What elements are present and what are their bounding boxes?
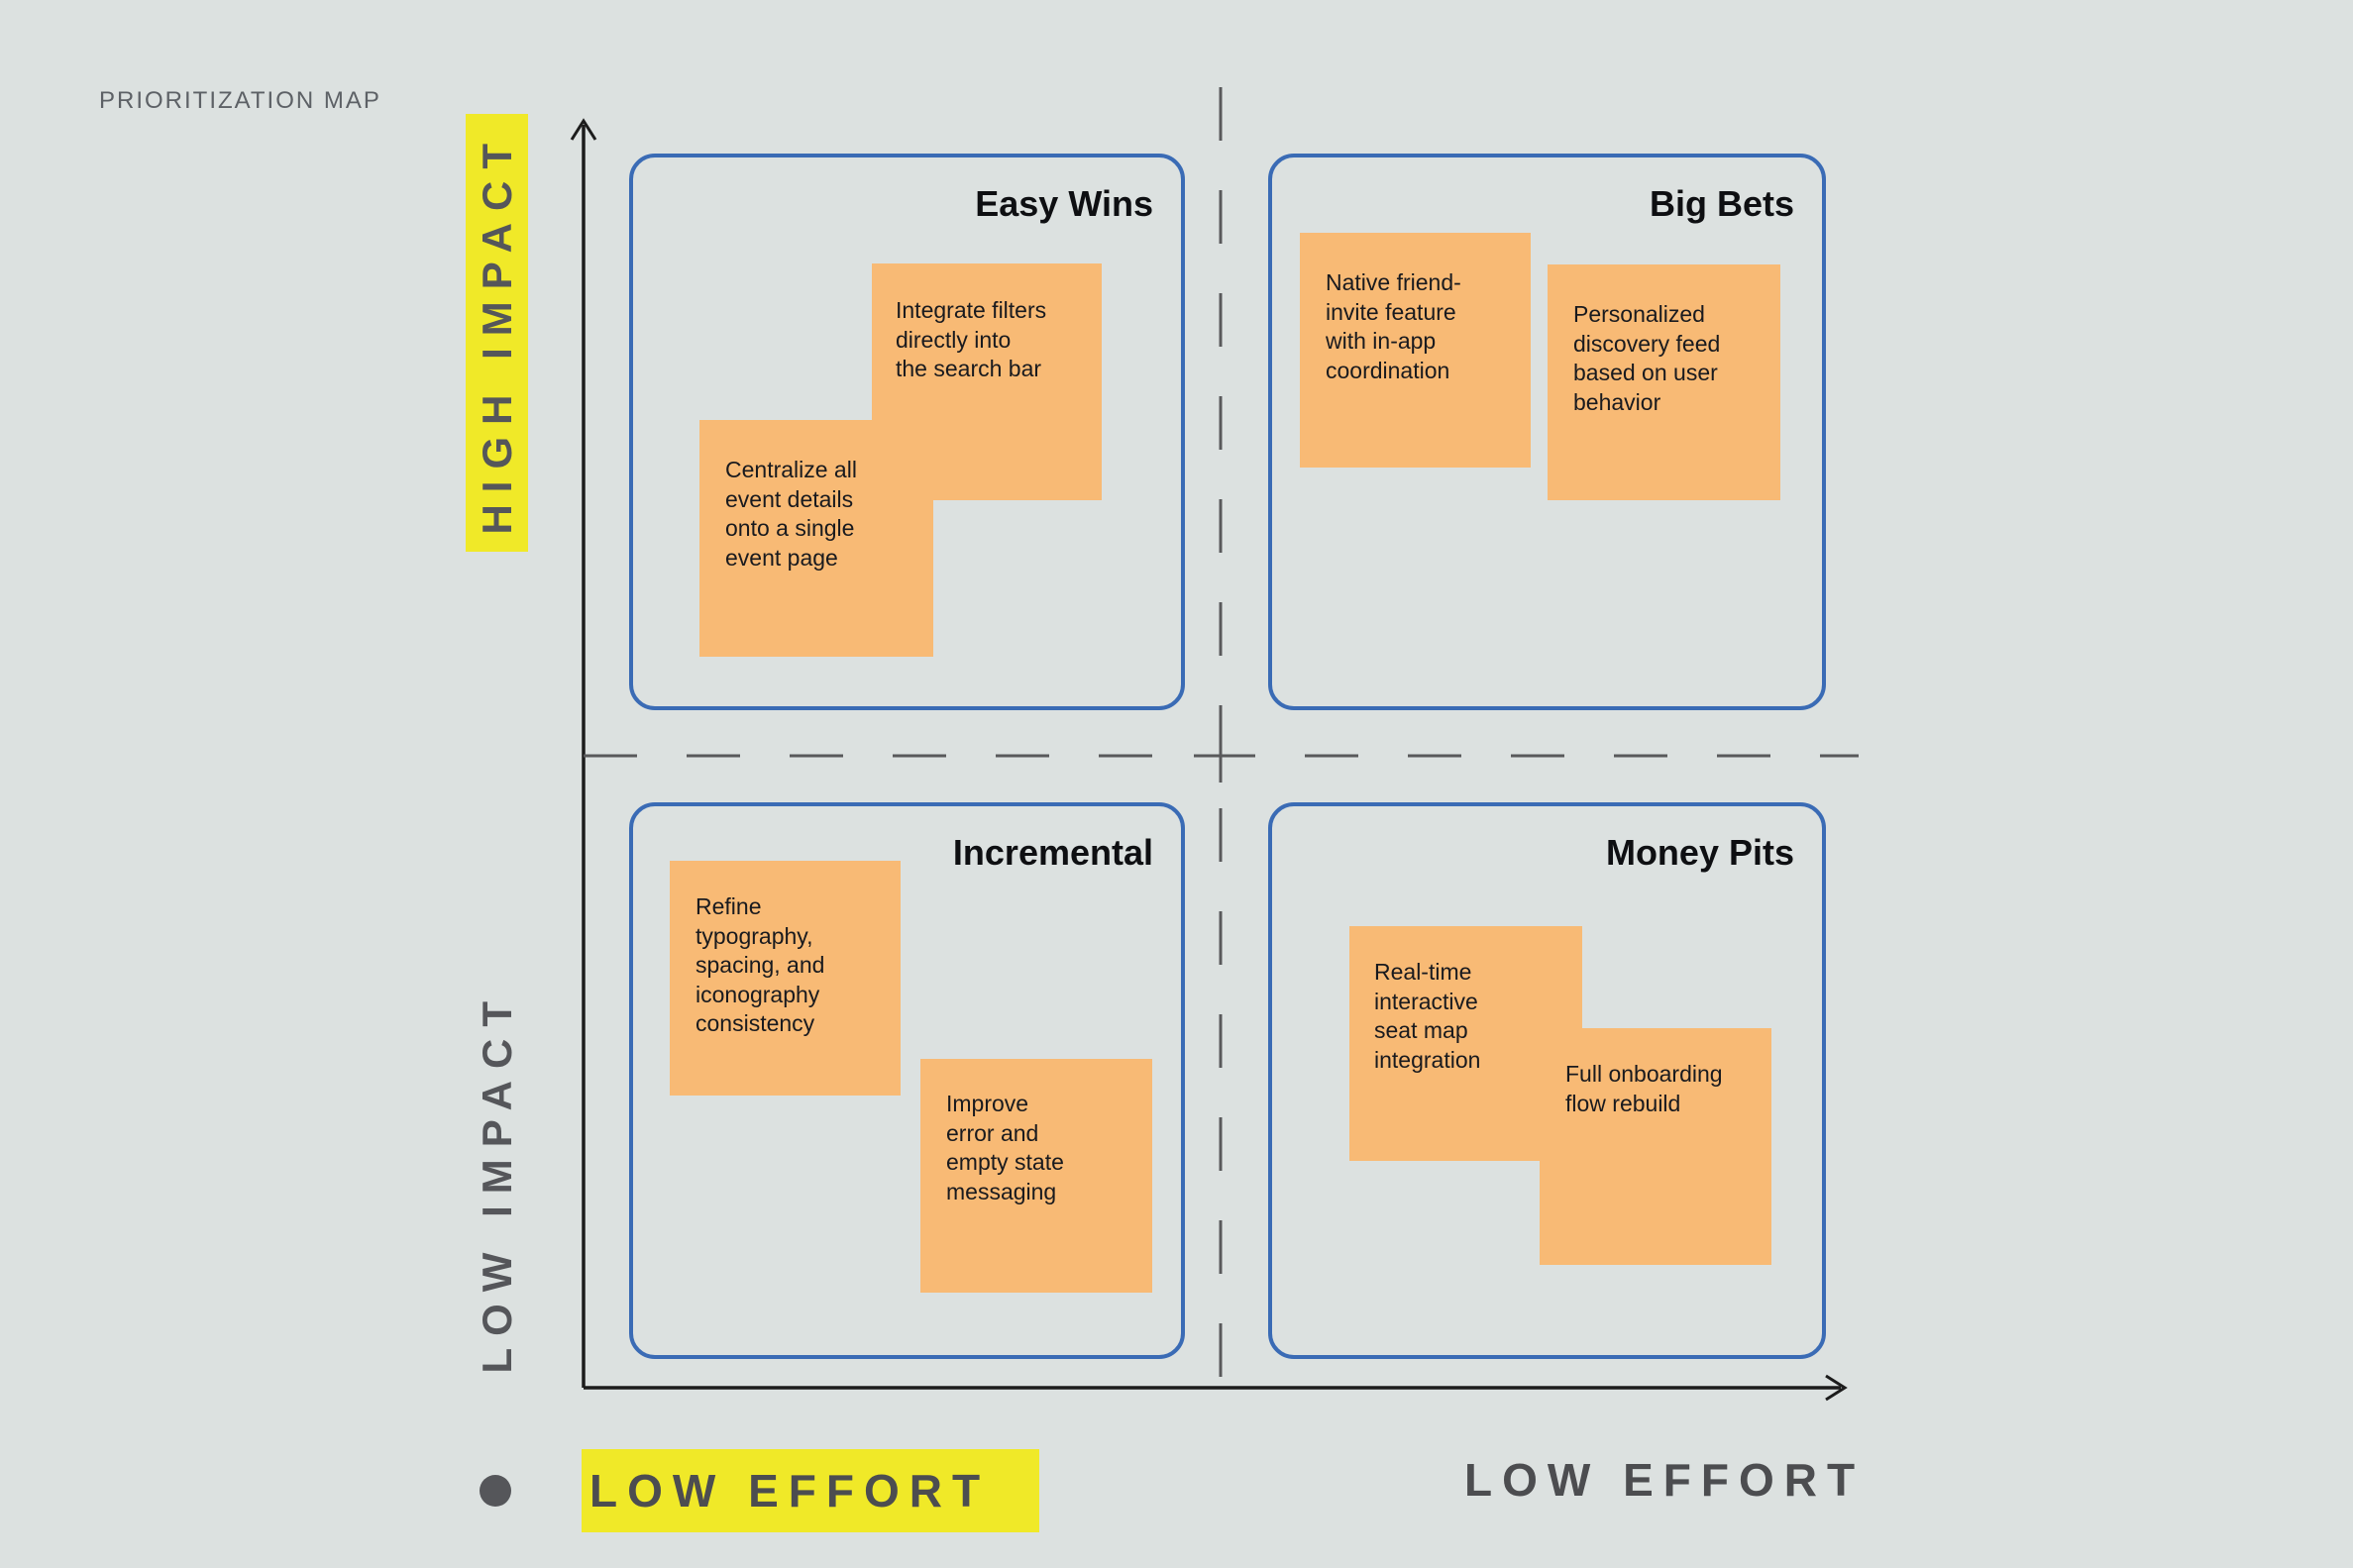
sticky-note[interactable]: Full onboarding flow rebuild: [1540, 1028, 1771, 1265]
sticky-note-text: Improve error and empty state messaging: [946, 1091, 1064, 1204]
sticky-note-text: Refine typography, spacing, and iconogra…: [695, 893, 825, 1036]
quadrant-title: Money Pits: [1605, 832, 1794, 873]
sticky-note-text: Personalized discovery feed based on use…: [1573, 301, 1721, 415]
quadrant-money-pits: Money Pits: [1268, 802, 1826, 1359]
center-cross-icon: [1194, 729, 1247, 783]
quadrant-big-bets: Big Bets: [1268, 154, 1826, 710]
quadrant-title: Easy Wins: [975, 183, 1153, 224]
sticky-note[interactable]: Personalized discovery feed based on use…: [1548, 264, 1780, 500]
sticky-note[interactable]: Native friend- invite feature with in-ap…: [1300, 233, 1531, 468]
quadrant-title: Incremental: [952, 832, 1153, 873]
sticky-note-text: Centralize all event details onto a sing…: [725, 457, 857, 571]
quadrant-title: Big Bets: [1649, 183, 1794, 224]
y-axis-high-highlight: HIGH IMPACT: [466, 114, 528, 552]
sticky-note[interactable]: Refine typography, spacing, and iconogra…: [670, 861, 901, 1096]
quadrant-incremental: Incremental: [629, 802, 1185, 1359]
x-axis-left-highlight: LOW EFFORT: [582, 1449, 1039, 1532]
sticky-note-text: Native friend- invite feature with in-ap…: [1326, 269, 1461, 383]
sticky-note-text: Real-time interactive seat map integrati…: [1374, 959, 1481, 1073]
sticky-note-text: Integrate filters directly into the sear…: [896, 297, 1047, 381]
sticky-note-text: Full onboarding flow rebuild: [1565, 1061, 1723, 1116]
bullet-dot: [480, 1475, 511, 1507]
x-axis-right-label: LOW EFFORT: [1464, 1454, 1866, 1506]
x-axis-left-label: LOW EFFORT: [589, 1465, 991, 1516]
sticky-note[interactable]: Integrate filters directly into the sear…: [872, 263, 1102, 500]
page-title: PRIORITIZATION MAP: [99, 87, 381, 114]
quadrant-easy-wins: Easy Wins: [629, 154, 1185, 710]
x-axis-right-label-wrap: LOW EFFORT: [1464, 1454, 1865, 1506]
x-axis-arrowhead-icon: [1825, 1374, 1848, 1402]
sticky-note[interactable]: Improve error and empty state messaging: [920, 1059, 1152, 1293]
y-axis-arrowhead-icon: [570, 118, 597, 141]
